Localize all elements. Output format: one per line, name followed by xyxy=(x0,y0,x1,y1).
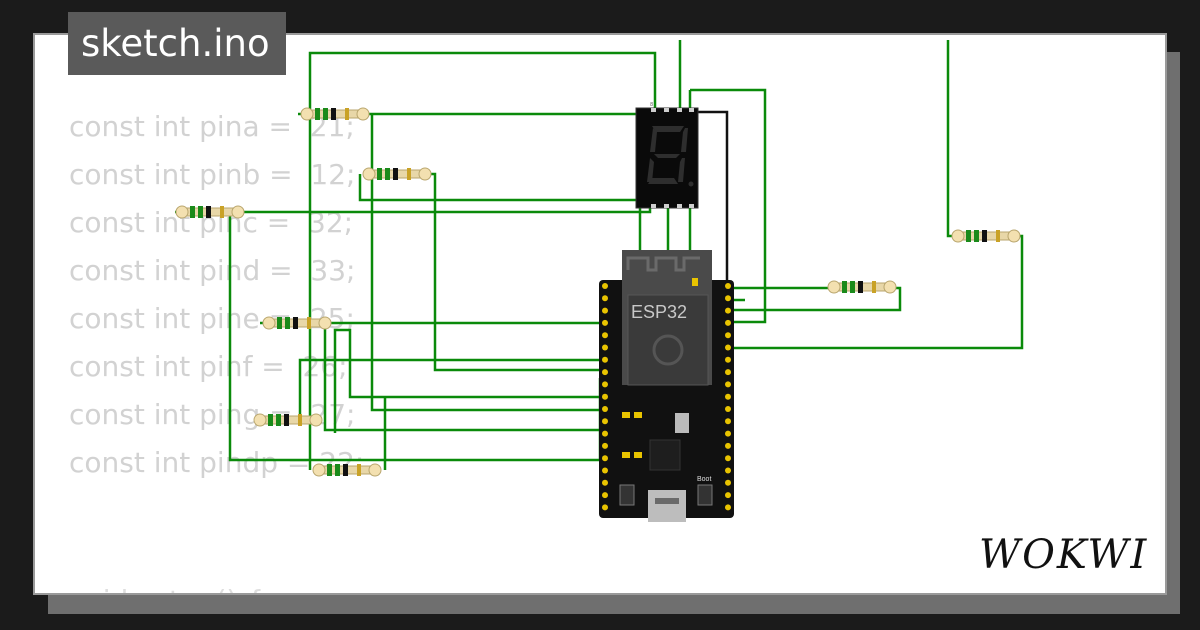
header-pin[interactable] xyxy=(725,492,731,499)
code-line-9: void setup() { xyxy=(69,584,264,593)
header-pin[interactable] xyxy=(602,467,608,474)
boot-label: Boot xyxy=(697,476,711,483)
header-pin[interactable] xyxy=(725,344,731,351)
resistor-icon[interactable] xyxy=(262,316,332,330)
resistor-icon[interactable] xyxy=(312,463,382,477)
header-pin[interactable] xyxy=(602,369,608,376)
header-pin[interactable] xyxy=(725,319,731,326)
header-pin[interactable] xyxy=(725,332,731,339)
header-pin[interactable] xyxy=(602,356,608,363)
left-pin-header xyxy=(602,283,608,511)
header-pin[interactable] xyxy=(602,418,608,425)
wokwi-logo-text: WOKWI xyxy=(979,532,1148,578)
header-pin[interactable] xyxy=(602,344,608,351)
header-pin[interactable] xyxy=(602,295,608,302)
resistor-icon[interactable] xyxy=(253,413,323,427)
header-pin[interactable] xyxy=(725,283,731,289)
wires xyxy=(175,40,1024,470)
header-pin[interactable] xyxy=(725,381,731,388)
header-pin[interactable] xyxy=(602,492,608,499)
header-pin[interactable] xyxy=(602,393,608,400)
header-pin[interactable] xyxy=(725,418,731,425)
header-pin[interactable] xyxy=(602,455,608,462)
resistor-icon[interactable] xyxy=(300,107,370,121)
code-line-1: const int pina = 21; xyxy=(69,110,355,143)
header-pin[interactable] xyxy=(602,319,608,326)
header-pin[interactable] xyxy=(602,283,608,289)
header-pin[interactable] xyxy=(725,295,731,302)
wokwi-logo: WOKWI xyxy=(979,532,1148,578)
header-pin[interactable] xyxy=(725,479,731,486)
seven-segment-display[interactable]: 8 xyxy=(635,102,699,209)
header-pin[interactable] xyxy=(725,393,731,400)
resistor-icon[interactable] xyxy=(362,167,432,181)
code-line-8: const int pindp = 22; xyxy=(69,446,365,479)
code-line-2: const int pinb = 12; xyxy=(69,158,356,191)
board-label: ESP32 xyxy=(631,302,687,322)
header-pin[interactable] xyxy=(602,381,608,388)
header-pin[interactable] xyxy=(602,504,608,511)
esp32-board[interactable]: ESP32 Boot xyxy=(599,250,734,522)
header-pin[interactable] xyxy=(725,504,731,511)
sketch-title-tab[interactable]: sketch.ino xyxy=(68,12,286,75)
header-pin[interactable] xyxy=(725,442,731,449)
header-pin[interactable] xyxy=(602,479,608,486)
header-pin[interactable] xyxy=(602,406,608,412)
resistor-icon[interactable] xyxy=(827,280,897,294)
header-pin[interactable] xyxy=(602,307,608,314)
display-digit: 8 xyxy=(650,102,653,108)
header-pin[interactable] xyxy=(725,356,731,363)
resistor-icon[interactable] xyxy=(175,205,245,219)
header-pin[interactable] xyxy=(725,406,731,412)
header-pin[interactable] xyxy=(725,430,731,437)
header-pin[interactable] xyxy=(602,430,608,437)
header-pin[interactable] xyxy=(725,307,731,314)
header-pin[interactable] xyxy=(602,332,608,339)
header-pin[interactable] xyxy=(725,455,731,462)
resistor-icon[interactable] xyxy=(951,229,1021,243)
header-pin[interactable] xyxy=(725,369,731,376)
header-pin[interactable] xyxy=(725,467,731,474)
header-pin[interactable] xyxy=(602,442,608,449)
right-pin-header xyxy=(725,283,731,511)
